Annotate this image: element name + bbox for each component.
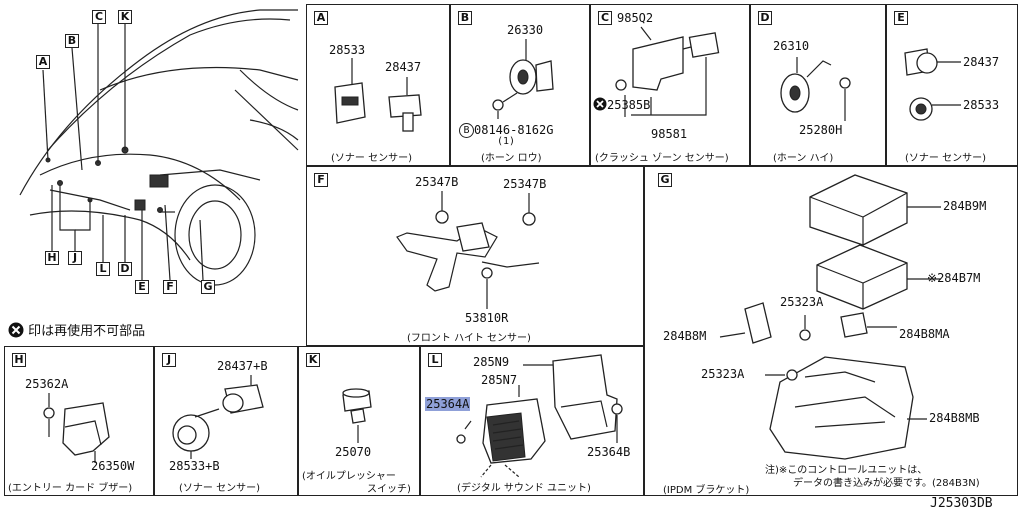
panel-tag: J (162, 353, 176, 367)
panel-caption: (デジタル サウンド ユニット) (457, 483, 591, 494)
panel-tag: A (314, 11, 328, 25)
part-number: 28533 (963, 98, 1000, 112)
part-number: 25385B (607, 98, 651, 112)
part-number: 53810R (465, 311, 509, 325)
part-number: 25385B (593, 97, 650, 112)
panel-k: K 25070 (オイルプレッシャー スイッチ) (298, 346, 420, 496)
panel-caption: (オイルプレッシャー (302, 471, 396, 482)
part-number: 25347B (415, 175, 459, 189)
callout-g: G (201, 280, 215, 294)
part-number: ※284B7M (927, 271, 981, 285)
panel-a: A 28533 28437 (ソナー センサー) (306, 4, 450, 166)
diagram-id: J25303DB (930, 496, 993, 511)
panel-caption: スイッチ) (367, 484, 411, 495)
callout-c: C (92, 10, 106, 24)
panel-tag: G (658, 173, 672, 187)
part-number: 26330 (507, 23, 544, 37)
part-number: 28437 (385, 60, 422, 74)
panel-d: D 26310 25280H (ホーン ハイ) (750, 4, 886, 166)
sonar-sensor-drawing (904, 48, 961, 121)
part-qty: (1) (497, 136, 516, 147)
panel-caption: (エントリー カード ブザー) (8, 483, 133, 494)
part-number: 28533 (329, 43, 366, 57)
part-number: 98581 (651, 127, 688, 141)
callout-d: D (118, 262, 132, 276)
panel-tag: C (598, 11, 612, 25)
part-number: 08146-8162G (474, 123, 554, 137)
panel-tag: K (306, 353, 320, 367)
x-circle-icon (593, 97, 607, 111)
part-number: 284B8MB (929, 411, 980, 425)
horn-low-drawing (492, 39, 554, 119)
panel-caption: (IPDM ブラケット) (663, 485, 750, 496)
part-number-highlighted: 25364A (425, 397, 471, 411)
panel-caption: (ソナー センサー) (179, 483, 260, 494)
panel-f: F 25347B 25347B 53810R (フロント ハイト センサー) (306, 166, 644, 346)
panel-tag: E (894, 11, 908, 25)
oil-pressure-switch-drawing (342, 388, 372, 443)
non-reusable-legend: 印は再使用不可部品 (8, 320, 145, 339)
part-number: 284B8M (663, 329, 707, 343)
panel-caption: (クラッシュ ゾーン センサー) (595, 153, 729, 164)
front-height-sensor-drawing (396, 191, 540, 309)
part-number: 985Q2 (617, 11, 654, 25)
part-number: 284B9M (943, 199, 987, 213)
panel-g: G 284B9M ※284B7M 25323A 284B8M 284B8MA 2… (644, 166, 1018, 496)
callout-b: B (65, 34, 79, 48)
part-number: 284B8MA (899, 327, 950, 341)
panel-j: J 28437+B 28533+B (ソナー センサー) (154, 346, 298, 496)
panel-e: E 28437 28533 (ソナー センサー) (886, 4, 1018, 166)
sonar-sensor-drawing (334, 58, 422, 132)
legend-text: 印は再使用不可部品 (28, 324, 146, 339)
callout-j: J (68, 251, 82, 265)
panel-caption: (フロント ハイト センサー) (407, 333, 531, 344)
panel-l: L 285N9 285N7 25364A 25364B (デジタル サウンド ユ… (420, 346, 644, 496)
part-number: 26350W (91, 459, 135, 473)
part-number: 25362A (25, 377, 69, 391)
sonar-sensor-drawing (172, 375, 264, 459)
panel-caption: (ホーン ロウ) (481, 153, 542, 164)
part-number: 28437 (963, 55, 1000, 69)
part-number: 28437+B (217, 359, 268, 373)
part-number: 284B7M (937, 271, 981, 285)
crash-zone-sensor-drawing (615, 26, 720, 117)
part-number: 25364B (587, 445, 631, 459)
panel-caption: (ソナー センサー) (331, 153, 412, 164)
x-circle-icon (8, 322, 24, 338)
part-number: 285N9 (473, 355, 510, 369)
entry-card-buzzer-drawing (43, 393, 110, 463)
callout-e: E (135, 280, 149, 294)
part-number: 28533+B (169, 459, 220, 473)
callout-k: K (118, 10, 132, 24)
panel-tag: B (458, 11, 472, 25)
part-number: 285N7 (481, 373, 518, 387)
horn-high-drawing (780, 57, 851, 121)
panel-tag: H (12, 353, 26, 367)
callout-a: A (36, 55, 50, 69)
panel-tag: D (758, 11, 772, 25)
digital-sound-unit-drawing (456, 354, 623, 478)
ipdm-bracket-drawing (719, 174, 941, 460)
panel-tag: L (428, 353, 442, 367)
programming-note-line2: データの書き込みが必要です。(284B3N) (793, 478, 980, 489)
car-overview-illustration (19, 9, 299, 286)
part-number: 25323A (780, 295, 824, 309)
panel-caption: (ホーン ハイ) (773, 153, 834, 164)
callout-l: L (96, 262, 110, 276)
part-number: 25347B (503, 177, 547, 191)
panel-h: H 25362A 26350W (エントリー カード ブザー) (4, 346, 154, 496)
part-number: 25280H (799, 123, 843, 137)
panel-c: C 985Q2 25385B 98581 (クラッシュ ゾーン センサー) (590, 4, 750, 166)
callout-f: F (163, 280, 177, 294)
programming-note-line1: 注)※このコントロールユニットは、 (765, 465, 928, 476)
part-number: 25070 (335, 445, 372, 459)
part-number: 26310 (773, 39, 810, 53)
callout-h: H (45, 251, 59, 265)
part-number: 25323A (701, 367, 745, 381)
panel-caption: (ソナー センサー) (905, 153, 986, 164)
panel-tag: F (314, 173, 328, 187)
